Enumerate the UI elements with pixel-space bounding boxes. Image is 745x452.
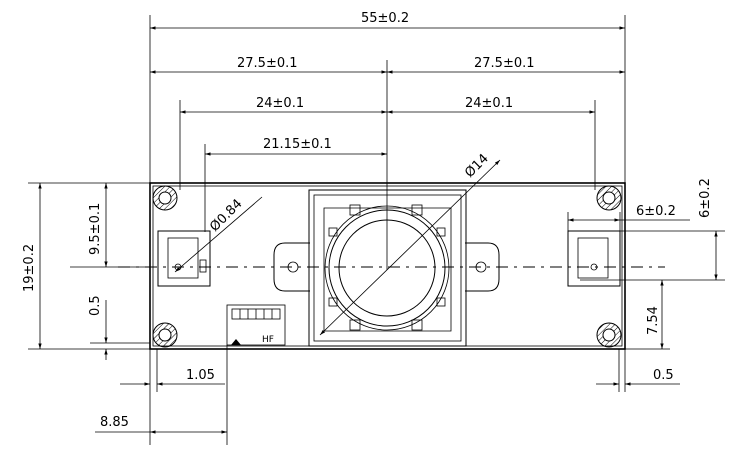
mounting-hole-top-right bbox=[596, 185, 622, 211]
dim-vertical-offset bbox=[580, 230, 725, 281]
dim-lower-height bbox=[625, 280, 670, 350]
mounting-hole-bottom-right bbox=[596, 322, 622, 348]
dim-edge-offset-left bbox=[90, 300, 150, 360]
connector-mark: HF bbox=[262, 335, 274, 345]
dim-connector-offset bbox=[95, 345, 228, 445]
led-right bbox=[567, 230, 621, 287]
dim-side-offset-label: 6±0.2 bbox=[636, 204, 676, 219]
dim-led-offset-label: 21.15±0.1 bbox=[263, 137, 332, 152]
dim-lower-height-label: 7.54 bbox=[646, 306, 661, 335]
dim-half-width-right-label: 27.5±0.1 bbox=[474, 56, 535, 71]
dim-hole-offset-right-label: 24±0.1 bbox=[465, 96, 513, 111]
dim-edge-offset-left-label: 0.5 bbox=[88, 295, 103, 316]
dim-led-offset bbox=[204, 144, 387, 232]
dim-bottom-right-offset-label: 0.5 bbox=[653, 368, 674, 383]
led-hole-leader bbox=[174, 196, 263, 273]
dim-hole-offset-left-label: 24±0.1 bbox=[256, 96, 304, 111]
dim-vertical-offset-label: 6±0.2 bbox=[698, 178, 713, 218]
dim-upper-height-label: 9.5±0.1 bbox=[88, 203, 103, 255]
dim-connector-offset-label: 8.85 bbox=[100, 415, 129, 430]
dim-overall-width-label: 55±0.2 bbox=[361, 11, 409, 26]
dim-hole-offset bbox=[179, 100, 596, 190]
led-left bbox=[157, 230, 211, 287]
dim-side-offset bbox=[567, 212, 690, 231]
dim-overall-width bbox=[149, 15, 626, 183]
dim-overall-height-label: 19±0.2 bbox=[22, 244, 37, 292]
mounting-hole-bottom-left bbox=[152, 322, 178, 348]
dim-bottom-left-offset bbox=[120, 349, 225, 445]
connector bbox=[226, 304, 286, 346]
lens-diameter-leader bbox=[319, 159, 501, 336]
dim-bottom-right-offset bbox=[596, 349, 680, 392]
dim-upper-height bbox=[70, 183, 150, 268]
lens-diameter-label: Ø14 bbox=[462, 151, 492, 181]
lens-holder bbox=[273, 189, 500, 347]
mounting-hole-top-left bbox=[152, 185, 178, 211]
dim-half-width-left-label: 27.5±0.1 bbox=[237, 56, 298, 71]
dim-bottom-left-offset-label: 1.05 bbox=[186, 368, 215, 383]
dim-overall-height bbox=[28, 182, 150, 350]
